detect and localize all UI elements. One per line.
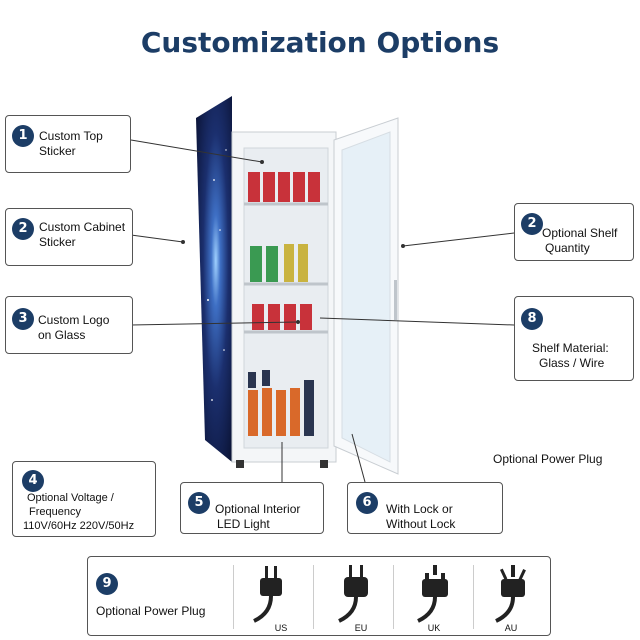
plug-label-eu: EU <box>354 623 368 633</box>
page-title: Customization Options <box>140 26 500 59</box>
callout-shelf-material: 8 Shelf Material: Glass / Wire <box>514 296 634 381</box>
uk-plug-icon <box>417 565 448 623</box>
callout-text-line: Custom Logo <box>38 313 110 327</box>
callout-custom-cabinet-sticker: 2 Custom Cabinet Sticker <box>5 208 133 266</box>
callout-text-line: Sticker <box>39 144 76 158</box>
plug-panel-label: Optional Power Plug <box>96 604 206 618</box>
optional-power-plug-label: Optional Power Plug <box>493 452 603 466</box>
callout-text-line: Optional Interior <box>215 502 301 516</box>
callout-text-line: Without Lock <box>386 517 456 531</box>
callout-text-line: on Glass <box>38 328 86 342</box>
callout-with-lock-or-without-lock: 6 With Lock or Without Lock <box>347 482 503 534</box>
callout-number-badge: 5 <box>188 492 210 514</box>
callout-text-line: Glass / Wire <box>539 356 605 370</box>
divider <box>233 565 234 629</box>
power-plug-panel: 9 Optional Power Plug US EU UK AU <box>87 556 551 636</box>
divider <box>473 565 474 629</box>
au-plug-icon <box>495 565 526 623</box>
callout-optional-interior-led-light: 5 Optional Interior LED Light <box>180 482 324 534</box>
callout-text-line: Sticker <box>39 235 76 249</box>
divider <box>393 565 394 629</box>
callout-number-badge: 2 <box>12 218 34 240</box>
callout-optional-voltage: 4 Optional Voltage / Frequency 110V/60Hz… <box>12 461 156 537</box>
callout-custom-top-sticker: 1 Custom Top Sticker <box>5 115 131 173</box>
divider <box>313 565 314 629</box>
plug-label-au: AU <box>504 623 518 633</box>
callout-text-line: 110V/60Hz 220V/50Hz <box>23 520 135 532</box>
eu-plug-icon <box>338 565 368 623</box>
callout-number-badge: 1 <box>12 125 34 147</box>
callout-text-line: Quantity <box>545 241 590 255</box>
callout-custom-logo-on-glass: 3 Custom Logo on Glass <box>5 296 133 354</box>
plug-label-us: US <box>274 623 288 633</box>
callout-text-line: Frequency <box>29 506 81 518</box>
callout-text-line: Custom Cabinet <box>39 220 126 234</box>
callout-number-badge: 3 <box>12 308 34 330</box>
callout-text-line: Shelf Material: <box>532 341 609 355</box>
callout-number-badge: 8 <box>521 308 543 330</box>
callout-number-badge: 4 <box>22 470 44 492</box>
callout-optional-shelf-quantity: 2 Optional Shelf Quantity <box>514 203 634 261</box>
callout-number-badge: 9 <box>96 573 118 595</box>
plug-label-uk: UK <box>427 623 441 633</box>
callout-text-line: With Lock or <box>386 502 453 516</box>
callout-number-badge: 2 <box>521 213 543 235</box>
callout-text-line: Custom Top <box>39 129 103 143</box>
callout-text-line: LED Light <box>217 517 270 531</box>
callout-number-badge: 6 <box>356 492 378 514</box>
callout-text-line: Optional Shelf <box>542 226 618 240</box>
us-plug-icon <box>253 566 282 623</box>
callout-text-line: Optional Voltage / <box>27 492 114 504</box>
